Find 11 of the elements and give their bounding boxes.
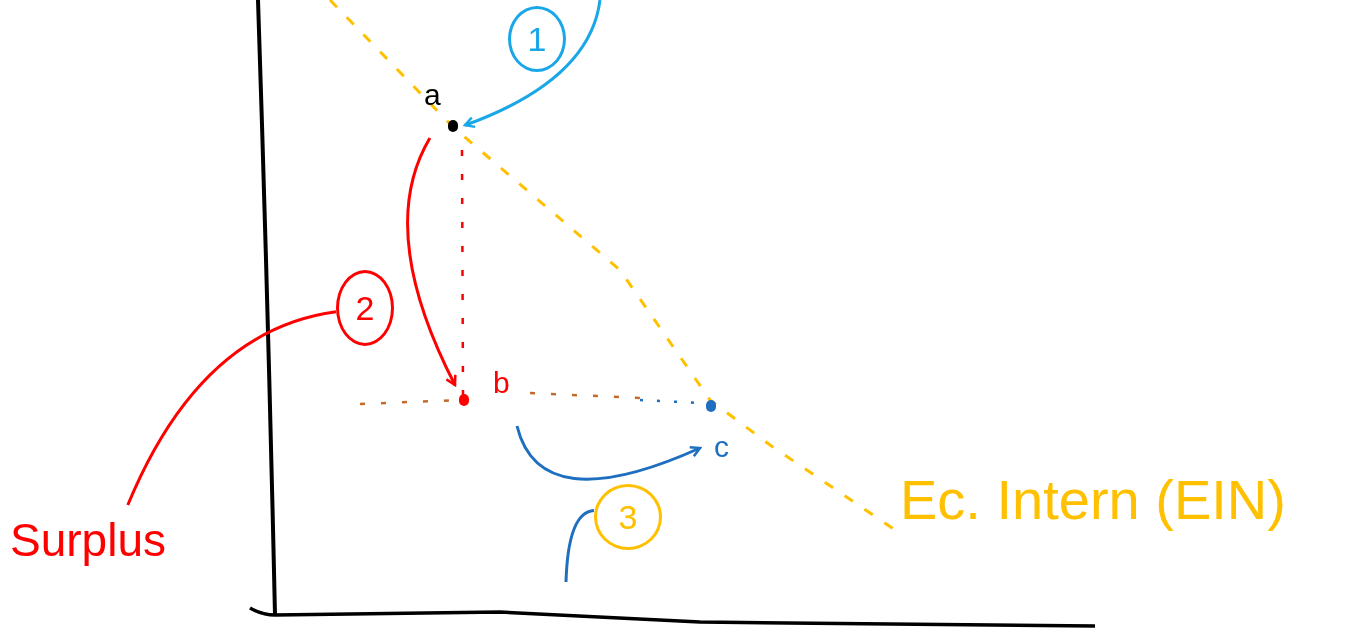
point-label: c xyxy=(714,432,729,462)
circled-number: 3 xyxy=(594,484,662,550)
arrow xyxy=(463,0,602,128)
arrow xyxy=(406,137,457,387)
leader-line xyxy=(564,508,595,583)
arrow xyxy=(515,425,702,481)
point-label: b xyxy=(493,368,510,398)
circled-number: 2 xyxy=(336,270,394,346)
leader-line xyxy=(126,310,337,506)
point-label: a xyxy=(424,80,441,110)
circled-number: 1 xyxy=(508,6,566,72)
